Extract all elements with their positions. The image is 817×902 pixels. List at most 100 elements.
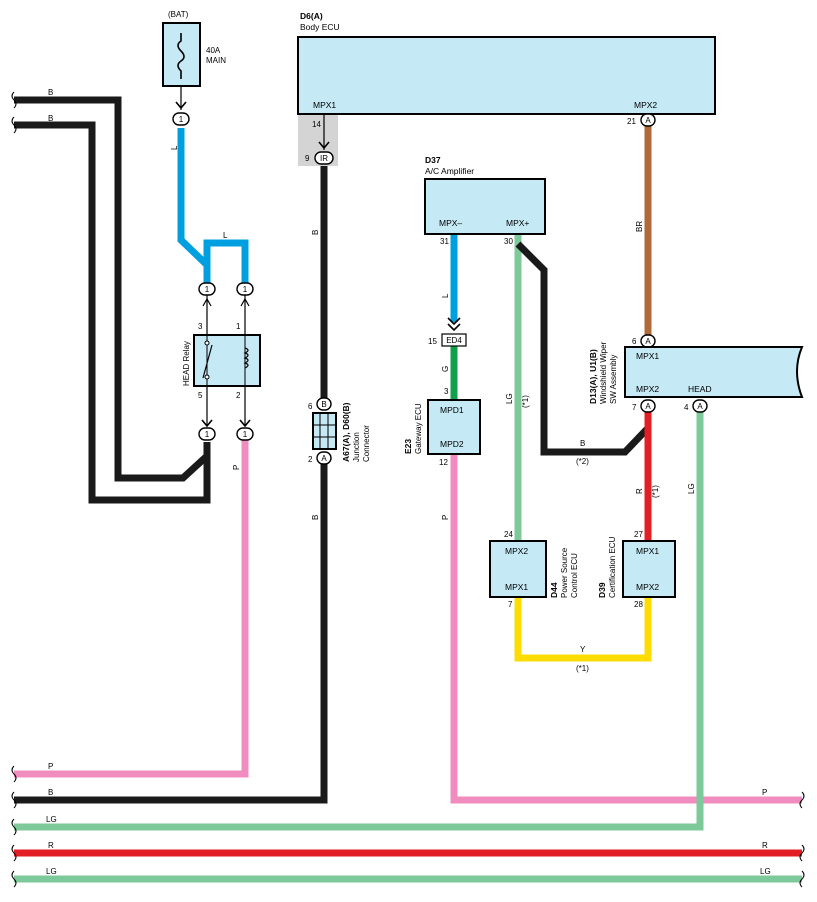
pin-jc-6-label: 6 bbox=[308, 402, 313, 411]
wire-label-b2: B bbox=[48, 114, 53, 123]
wiper-code: D13(A), U1(B) bbox=[588, 349, 598, 404]
arrow-up-icon bbox=[240, 297, 250, 307]
pin-d37-31-label: 31 bbox=[440, 237, 449, 246]
pin-relay-top2-label: 1 bbox=[243, 285, 248, 294]
jc-name-1: Junction bbox=[352, 432, 361, 462]
wire-label-b1: B bbox=[48, 88, 53, 97]
pin-jc-b bbox=[316, 397, 332, 411]
right-break-marks bbox=[799, 791, 805, 888]
d39-name: Certification ECU bbox=[608, 536, 617, 598]
bus-label-p-right: P bbox=[762, 788, 767, 797]
pin-d39-27-label: 27 bbox=[634, 530, 643, 539]
relay-name: HEAD Relay bbox=[182, 341, 191, 386]
wire-label-l3: L bbox=[441, 293, 450, 298]
pin-relay-bot2-label: 1 bbox=[243, 430, 248, 439]
pin-d44-24-label: 24 bbox=[504, 530, 513, 539]
pin-ir bbox=[314, 151, 334, 165]
pin-jc-2-label: 2 bbox=[308, 455, 313, 464]
pin-d6-a-label: A bbox=[645, 116, 651, 125]
wire-label-lg1: LG bbox=[505, 393, 514, 404]
wire-note-2: (*2) bbox=[576, 457, 589, 466]
wire-label-l1: L bbox=[170, 145, 179, 150]
ac-amp-mpx-minus: MPX– bbox=[439, 218, 462, 228]
d44-mpx1: MPX1 bbox=[505, 582, 528, 592]
relay-contact bbox=[204, 374, 210, 380]
wiper-mpx1: MPX1 bbox=[636, 351, 659, 361]
wire-label-b-jc-bot: B bbox=[311, 515, 320, 520]
fuse-bat-label: (BAT) bbox=[168, 10, 189, 19]
wire-label-b-jc-top: B bbox=[311, 230, 320, 235]
wire-pink-p-relay bbox=[14, 440, 249, 778]
pin-d13-4a bbox=[692, 399, 708, 413]
pin-jc-a bbox=[316, 451, 332, 465]
arrow-down-icon bbox=[201, 419, 213, 428]
bus-label-p-left: P bbox=[48, 762, 53, 771]
gateway-ecu-name: Gateway ECU bbox=[414, 403, 423, 454]
ed4-connector bbox=[441, 333, 467, 347]
power-source-ecu-box bbox=[489, 540, 547, 598]
wiper-head: HEAD bbox=[688, 384, 712, 394]
pin-fuse-out bbox=[172, 112, 190, 126]
pin-relay-bot2 bbox=[236, 427, 254, 441]
pin-d13-7-label: 7 bbox=[632, 403, 637, 412]
left-break-marks bbox=[11, 91, 17, 888]
pin-ed4-15-label: 15 bbox=[428, 337, 437, 346]
body-ecu-name: Body ECU bbox=[300, 22, 340, 32]
relay-pin2-label: 2 bbox=[236, 391, 241, 400]
wire-label-r-d13: R bbox=[635, 488, 644, 494]
wires bbox=[14, 96, 802, 883]
wire-blue-l2 bbox=[203, 239, 249, 283]
body-ecu-code: D6(A) bbox=[300, 11, 323, 21]
pin-relay-bot1-label: 1 bbox=[205, 430, 210, 439]
wire-label-y: Y bbox=[580, 645, 586, 654]
arrow-down-icon bbox=[175, 101, 187, 110]
wire-lg-d13 bbox=[14, 412, 704, 831]
ac-amp-mpx-plus: MPX+ bbox=[506, 218, 529, 228]
fuse-icon bbox=[177, 33, 185, 79]
wire-label-p-e23: P bbox=[441, 515, 450, 520]
pin-d6-21-label: 21 bbox=[627, 117, 636, 126]
pin-d6-a bbox=[640, 113, 656, 127]
arrow-up-icon bbox=[202, 297, 212, 307]
bus-label-r-left: R bbox=[48, 841, 54, 850]
pin-e23-12-label: 12 bbox=[439, 458, 448, 467]
wiper-name-1: Windshield Wiper bbox=[599, 341, 608, 404]
d39-mpx2: MPX2 bbox=[636, 582, 659, 592]
pin-relay-top1-label: 1 bbox=[205, 285, 210, 294]
chevron-down-icon bbox=[447, 317, 461, 332]
pin-d13-4-label: 4 bbox=[684, 403, 689, 412]
head-relay-box bbox=[193, 334, 261, 387]
wire-note-1a: (*1) bbox=[521, 395, 530, 408]
wire-yellow-y bbox=[514, 597, 652, 662]
ac-amp-code: D37 bbox=[425, 155, 441, 165]
pin-jc-b-label: B bbox=[321, 400, 326, 409]
wiper-name-2: SW Assembly bbox=[609, 355, 618, 404]
wiper-sw-box bbox=[624, 346, 804, 398]
bus-label-lg-left: LG bbox=[46, 815, 57, 824]
wire-label-l2: L bbox=[223, 231, 228, 240]
gateway-mpd2: MPD2 bbox=[440, 439, 464, 449]
gateway-mpd1: MPD1 bbox=[440, 405, 464, 415]
wire-black-b2 bbox=[14, 121, 211, 504]
ac-amp-name: A/C Amplifier bbox=[425, 166, 474, 176]
d44-mpx2: MPX2 bbox=[505, 546, 528, 556]
pin-d13-6a-label: A bbox=[645, 337, 651, 346]
bus-label-lg2-right: LG bbox=[760, 867, 771, 876]
wire-label-br: BR bbox=[635, 221, 644, 232]
pin-d37-30-label: 30 bbox=[504, 237, 513, 246]
wire-label-p-relay: P bbox=[232, 465, 241, 470]
relay-switch-blade bbox=[202, 344, 213, 379]
gateway-ecu-box bbox=[427, 399, 481, 455]
fuse-amp-label: 40A bbox=[206, 46, 221, 55]
pin-d6-9-label: 9 bbox=[305, 154, 310, 163]
body-ecu-mpx2: MPX2 bbox=[634, 100, 657, 110]
pin-d13-7a bbox=[640, 399, 656, 413]
wire-label-lg-d13: LG bbox=[687, 483, 696, 494]
d44-code: D44 bbox=[549, 582, 559, 598]
jc-name-2: Connector bbox=[362, 425, 371, 462]
pin-ir-label: IR bbox=[320, 154, 328, 163]
bus-label-b-left: B bbox=[48, 788, 53, 797]
relay-contact bbox=[204, 340, 210, 346]
wire-label-g: G bbox=[441, 366, 450, 372]
